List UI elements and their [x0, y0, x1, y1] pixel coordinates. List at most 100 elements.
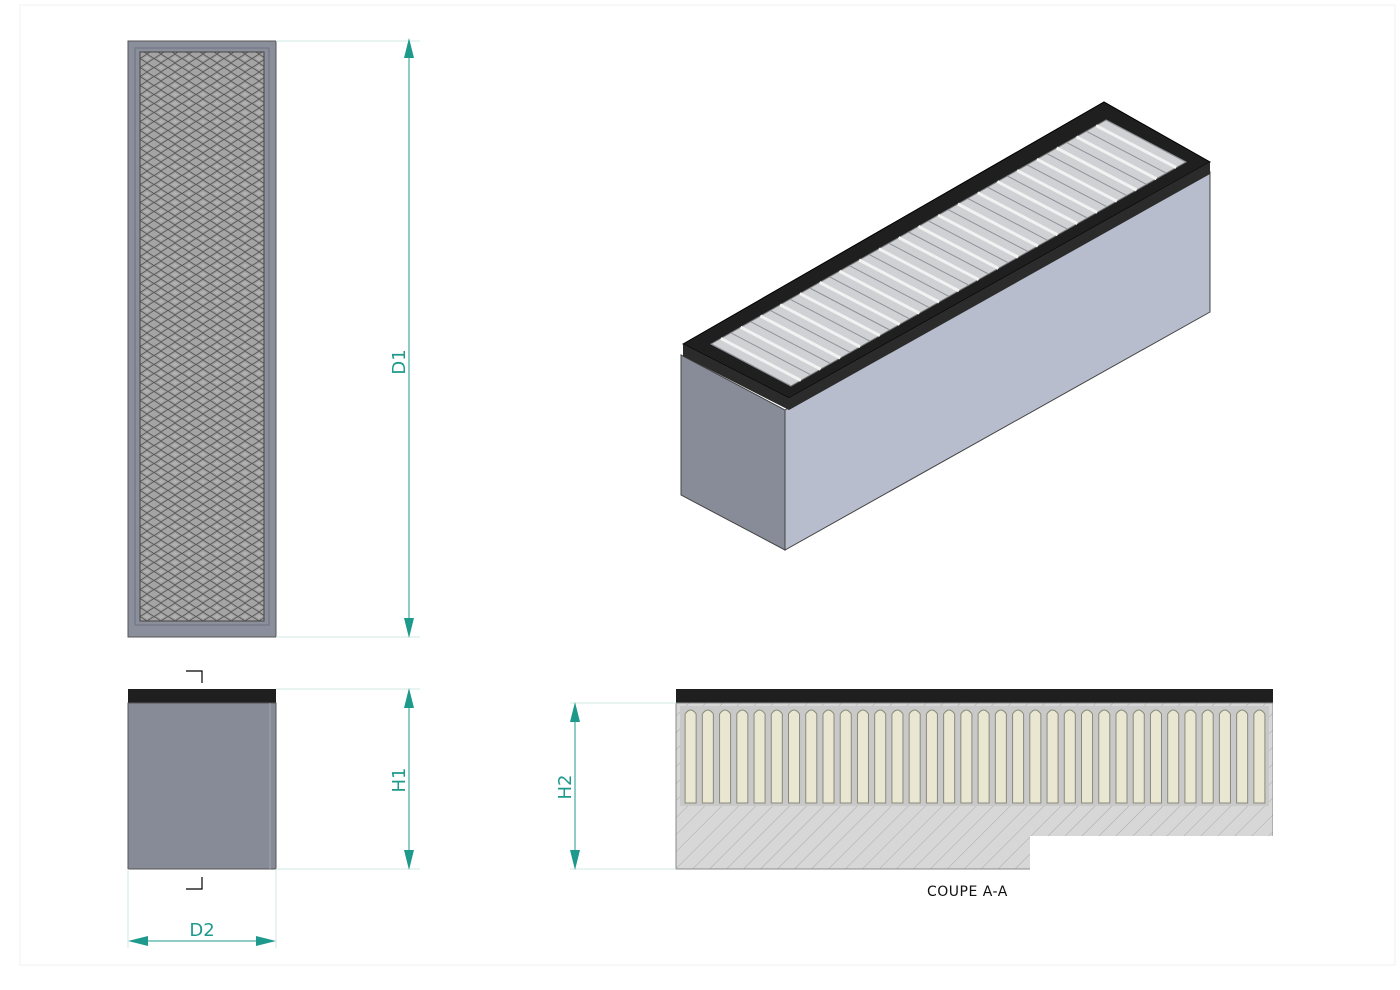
- section-pleat: [1253, 709, 1266, 804]
- d1-arrow-bottom: [404, 618, 414, 638]
- iso-pleat-line: [1105, 119, 1187, 163]
- section-pleat: [943, 709, 956, 804]
- section-pleat: [1046, 709, 1059, 804]
- iso-pleat-line: [759, 314, 842, 360]
- iso-pleat-line: [908, 231, 989, 275]
- front-view: [127, 40, 277, 638]
- d2-arrow-left: [128, 936, 148, 946]
- section-pleat: [805, 709, 818, 804]
- sheet-border: [19, 4, 1396, 966]
- section-pleat: [770, 709, 783, 804]
- section-marker-top: [186, 670, 203, 683]
- iso-pleat-line: [937, 213, 1019, 259]
- iso-pleat-line: [799, 292, 881, 337]
- dimension-d1: D1: [276, 38, 420, 638]
- iso-pleat-line: [838, 269, 921, 315]
- section-pleat: [1167, 709, 1180, 804]
- section-gasket: [676, 689, 1273, 703]
- section-label: COUPE A-A: [927, 884, 1008, 900]
- front-mesh: [139, 51, 265, 622]
- section-pleat: [891, 709, 904, 804]
- iso-pleat-line: [1095, 124, 1177, 169]
- isometric-view: [680, 101, 1212, 551]
- iso-pleat-line: [917, 225, 1000, 270]
- section-pleat: [684, 709, 697, 804]
- iso-pleat-line: [809, 287, 890, 331]
- section-pleat: [1115, 709, 1128, 804]
- h2-arrow-top: [570, 702, 580, 722]
- section-pleat: [1218, 709, 1231, 804]
- iso-pleat-line: [928, 220, 1009, 264]
- section-pleat-band: [680, 706, 1269, 806]
- iso-pleat-line: [710, 343, 792, 387]
- h1-arrow-bottom: [404, 850, 414, 870]
- section-pleat: [788, 709, 801, 804]
- section-pleats: [684, 709, 1266, 804]
- section-pleat: [856, 709, 869, 804]
- section-marker-bottom: [186, 877, 203, 890]
- iso-pleat-line: [1046, 153, 1127, 197]
- section-pleat: [960, 709, 973, 804]
- d1-arrow-top: [404, 38, 414, 58]
- dimension-d2: D2: [127, 869, 277, 948]
- h2-label: H2: [555, 775, 576, 800]
- iso-pleat-line: [1086, 130, 1167, 174]
- iso-pleat-line: [976, 191, 1059, 237]
- iso-pleat-line: [849, 265, 930, 309]
- dimension-h2: H2: [555, 702, 676, 870]
- section-pleat: [1081, 709, 1094, 804]
- iso-pleat-line: [750, 321, 831, 365]
- h2-arrow-bottom: [570, 850, 580, 870]
- h1-arrow-top: [404, 688, 414, 708]
- iso-pleat-line: [730, 332, 811, 376]
- h1-label: H1: [389, 768, 410, 793]
- section-pleat: [839, 709, 852, 804]
- iso-pleat-line: [996, 180, 1079, 225]
- iso-pleat-line: [1026, 164, 1108, 208]
- iso-pleat-line: [739, 325, 822, 371]
- section-pleat: [822, 709, 835, 804]
- section-pleat: [736, 709, 749, 804]
- iso-pleat-line: [967, 197, 1048, 241]
- section-pleat: [753, 709, 766, 804]
- section-pleat: [719, 709, 732, 804]
- d1-label: D1: [389, 349, 410, 374]
- section-view: COUPE A-A: [675, 689, 1313, 900]
- d2-arrow-right: [256, 936, 276, 946]
- iso-pleat-line: [878, 247, 960, 293]
- iso-pleat-line: [957, 202, 1039, 248]
- iso-pleat-line: [1016, 169, 1098, 214]
- iso-pleat-line: [1055, 146, 1138, 192]
- iso-pleat-line: [1075, 135, 1158, 181]
- section-pleat: [1201, 709, 1214, 804]
- iso-pleat-line: [818, 281, 901, 326]
- dimension-h1: H1: [276, 688, 420, 870]
- iso-pleat-line: [1007, 175, 1088, 219]
- iso-pleat-line: [789, 298, 871, 342]
- section-pleat: [1098, 709, 1111, 804]
- section-pleat: [1132, 709, 1145, 804]
- iso-pleat-line: [947, 209, 1029, 253]
- side-body: [127, 702, 277, 870]
- side-view: [127, 670, 277, 890]
- section-pleat: [925, 709, 938, 804]
- section-pleat: [908, 709, 921, 804]
- iso-pleat-line: [987, 186, 1068, 230]
- section-pleat: [994, 709, 1007, 804]
- iso-pleat-line: [770, 309, 851, 353]
- section-pleat: [1149, 709, 1162, 804]
- iso-pleat-line: [888, 242, 969, 286]
- iso-pleat-line: [1066, 141, 1147, 185]
- section-pleat: [1236, 709, 1249, 804]
- section-pleat: [977, 709, 990, 804]
- d2-label: D2: [189, 920, 214, 941]
- iso-pleat-line: [1036, 157, 1118, 203]
- iso-pleat-line: [897, 236, 980, 281]
- section-pleat: [701, 709, 714, 804]
- section-pleat: [1184, 709, 1197, 804]
- iso-pleats: [710, 119, 1187, 387]
- section-pleat: [1029, 709, 1042, 804]
- iso-pleat-line: [829, 276, 910, 320]
- side-gasket: [128, 689, 276, 703]
